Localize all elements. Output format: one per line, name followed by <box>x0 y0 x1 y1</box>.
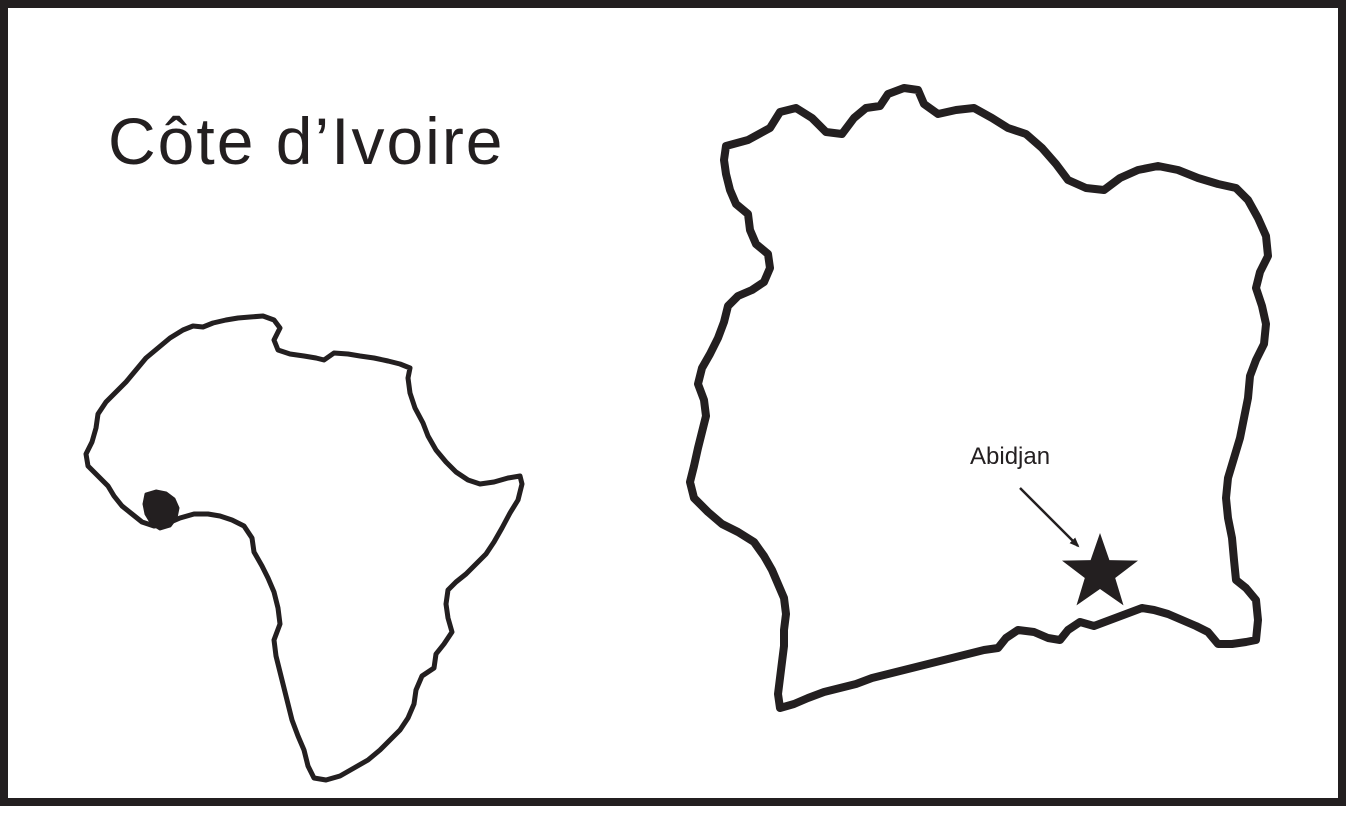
cote-divoire-highlight <box>142 489 180 531</box>
capital-arrow <box>1019 487 1080 548</box>
capital-star-icon <box>1062 533 1138 606</box>
map-canvas: Abidjan <box>83 84 1272 783</box>
africa-outline <box>83 313 525 783</box>
capital-label: Abidjan <box>970 443 1050 470</box>
page-title: Côte d’Ivoire <box>108 104 505 178</box>
cote-divoire-outline <box>686 84 1272 712</box>
